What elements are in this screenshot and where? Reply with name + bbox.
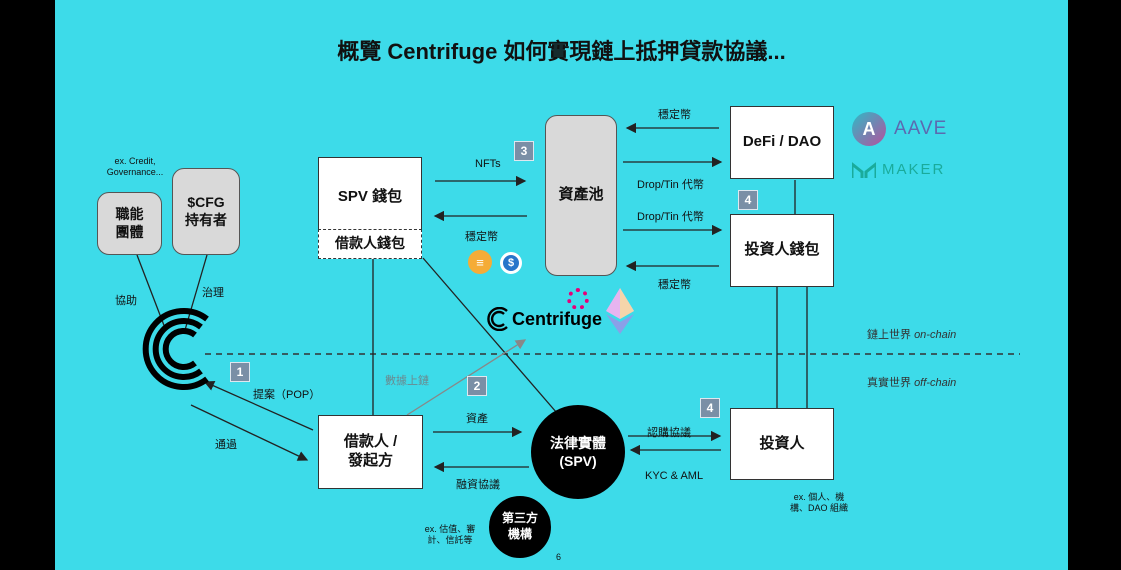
drop-tin-label-1: Drop/Tin 代幣 bbox=[637, 179, 704, 191]
onchain-label-zh: 鏈上世界 bbox=[867, 329, 911, 341]
legal-entity-spv-circle: 法律實體 (SPV) bbox=[531, 405, 625, 499]
defi-dao-box: DeFi / DAO bbox=[730, 106, 834, 179]
ethereum-icon bbox=[606, 288, 634, 334]
cfg-holders-label: $CFG 持有者 bbox=[185, 194, 227, 228]
investor-wallet-box: 投資人錢包 bbox=[730, 214, 834, 287]
centrifuge-wordmark: Centrifuge bbox=[487, 307, 602, 331]
financing-label: 融資協議 bbox=[456, 479, 500, 491]
onchain-label: 鏈上世界 on-chain bbox=[867, 326, 956, 342]
step-2-badge: 2 bbox=[467, 376, 487, 396]
subscription-label: 認購協議 bbox=[647, 427, 691, 439]
nfts-label: NFTs bbox=[475, 158, 501, 170]
step-3-badge: 3 bbox=[514, 141, 534, 161]
usdc-coin-icon: $ bbox=[500, 252, 522, 274]
onchain-label-en: on-chain bbox=[914, 329, 957, 341]
pass-label: 通過 bbox=[215, 439, 237, 451]
borrower-wallet-label: 借款人錢包 bbox=[335, 235, 405, 252]
third-party-label: 第三方 機構 bbox=[501, 511, 538, 541]
dai-coin-icon: ≡ bbox=[468, 250, 492, 274]
third-party-examples: ex. 估值、審 計、信託等 bbox=[424, 524, 476, 545]
stablecoin-label-left: 穩定幣 bbox=[465, 231, 498, 243]
stablecoin-label-top: 穩定幣 bbox=[658, 109, 691, 121]
polkadot-icon bbox=[567, 288, 589, 310]
investor-wallet-label: 投資人錢包 bbox=[744, 241, 820, 259]
asset-originator-label: 職能 團體 bbox=[115, 206, 144, 240]
defi-dao-label: DeFi / DAO bbox=[742, 133, 822, 151]
kyc-aml-label: KYC & AML bbox=[645, 470, 704, 482]
page-number: 6 bbox=[556, 552, 562, 562]
data-onchain-label: 數據上鏈 bbox=[385, 375, 429, 387]
govern-label: 治理 bbox=[202, 287, 224, 299]
borrower-label: 借款人 / 發起方 bbox=[343, 433, 398, 469]
aave-logo: A AAVE bbox=[852, 112, 947, 146]
offchain-label-zh: 真實世界 bbox=[867, 377, 911, 389]
borrower-box: 借款人 / 發起方 bbox=[318, 415, 423, 489]
centrifuge-logo-text: Centrifuge bbox=[512, 308, 602, 329]
slide: 概覽 Centrifuge 如何實現鏈上抵押貸款協議... ex. Credit… bbox=[55, 0, 1068, 570]
asset-pool-box: 資產池 bbox=[545, 115, 617, 276]
assets-label: 資產 bbox=[466, 413, 488, 425]
connector-lines bbox=[136, 122, 1020, 473]
step-1-badge: 1 bbox=[230, 362, 250, 382]
spv-wallet-label: SPV 錢包 bbox=[337, 188, 403, 205]
borrower-wallet-box: 借款人錢包 bbox=[318, 229, 422, 259]
step-4-badge-top: 4 bbox=[738, 190, 758, 210]
centrifuge-logo-icon bbox=[142, 308, 209, 390]
cfg-holders-box: $CFG 持有者 bbox=[172, 168, 240, 255]
offchain-label: 真實世界 off-chain bbox=[867, 374, 956, 390]
legal-entity-label: 法律實體 (SPV) bbox=[550, 434, 606, 469]
maker-logo-text: MAKER bbox=[882, 161, 946, 178]
proposal-label: 提案（POP） bbox=[253, 389, 321, 401]
step-4-badge-bottom: 4 bbox=[700, 398, 720, 418]
asset-originator-box: 職能 團體 bbox=[97, 192, 162, 255]
investor-examples: ex. 個人、機 構、DAO 組織 bbox=[789, 492, 848, 513]
asset-pool-label: 資產池 bbox=[558, 186, 604, 204]
investor-box: 投資人 bbox=[730, 408, 834, 480]
slide-title: 概覽 Centrifuge 如何實現鏈上抵押貸款協議... bbox=[337, 39, 786, 64]
ex-credit-note: ex. Credit, Governance... bbox=[106, 156, 164, 177]
stablecoin-label-bottom: 穩定幣 bbox=[658, 279, 691, 291]
aave-ghost-icon: A bbox=[852, 112, 886, 146]
maker-m-icon bbox=[852, 161, 876, 178]
maker-logo: MAKER bbox=[852, 161, 945, 178]
centrifuge-small-icon bbox=[487, 307, 508, 331]
third-party-circle: 第三方 機構 bbox=[487, 494, 553, 560]
aave-logo-text: AAVE bbox=[894, 118, 948, 139]
investor-label: 投資人 bbox=[759, 434, 805, 452]
drop-tin-label-2: Drop/Tin 代幣 bbox=[637, 211, 704, 223]
offchain-label-en: off-chain bbox=[914, 377, 957, 389]
assist-label: 協助 bbox=[115, 295, 137, 307]
